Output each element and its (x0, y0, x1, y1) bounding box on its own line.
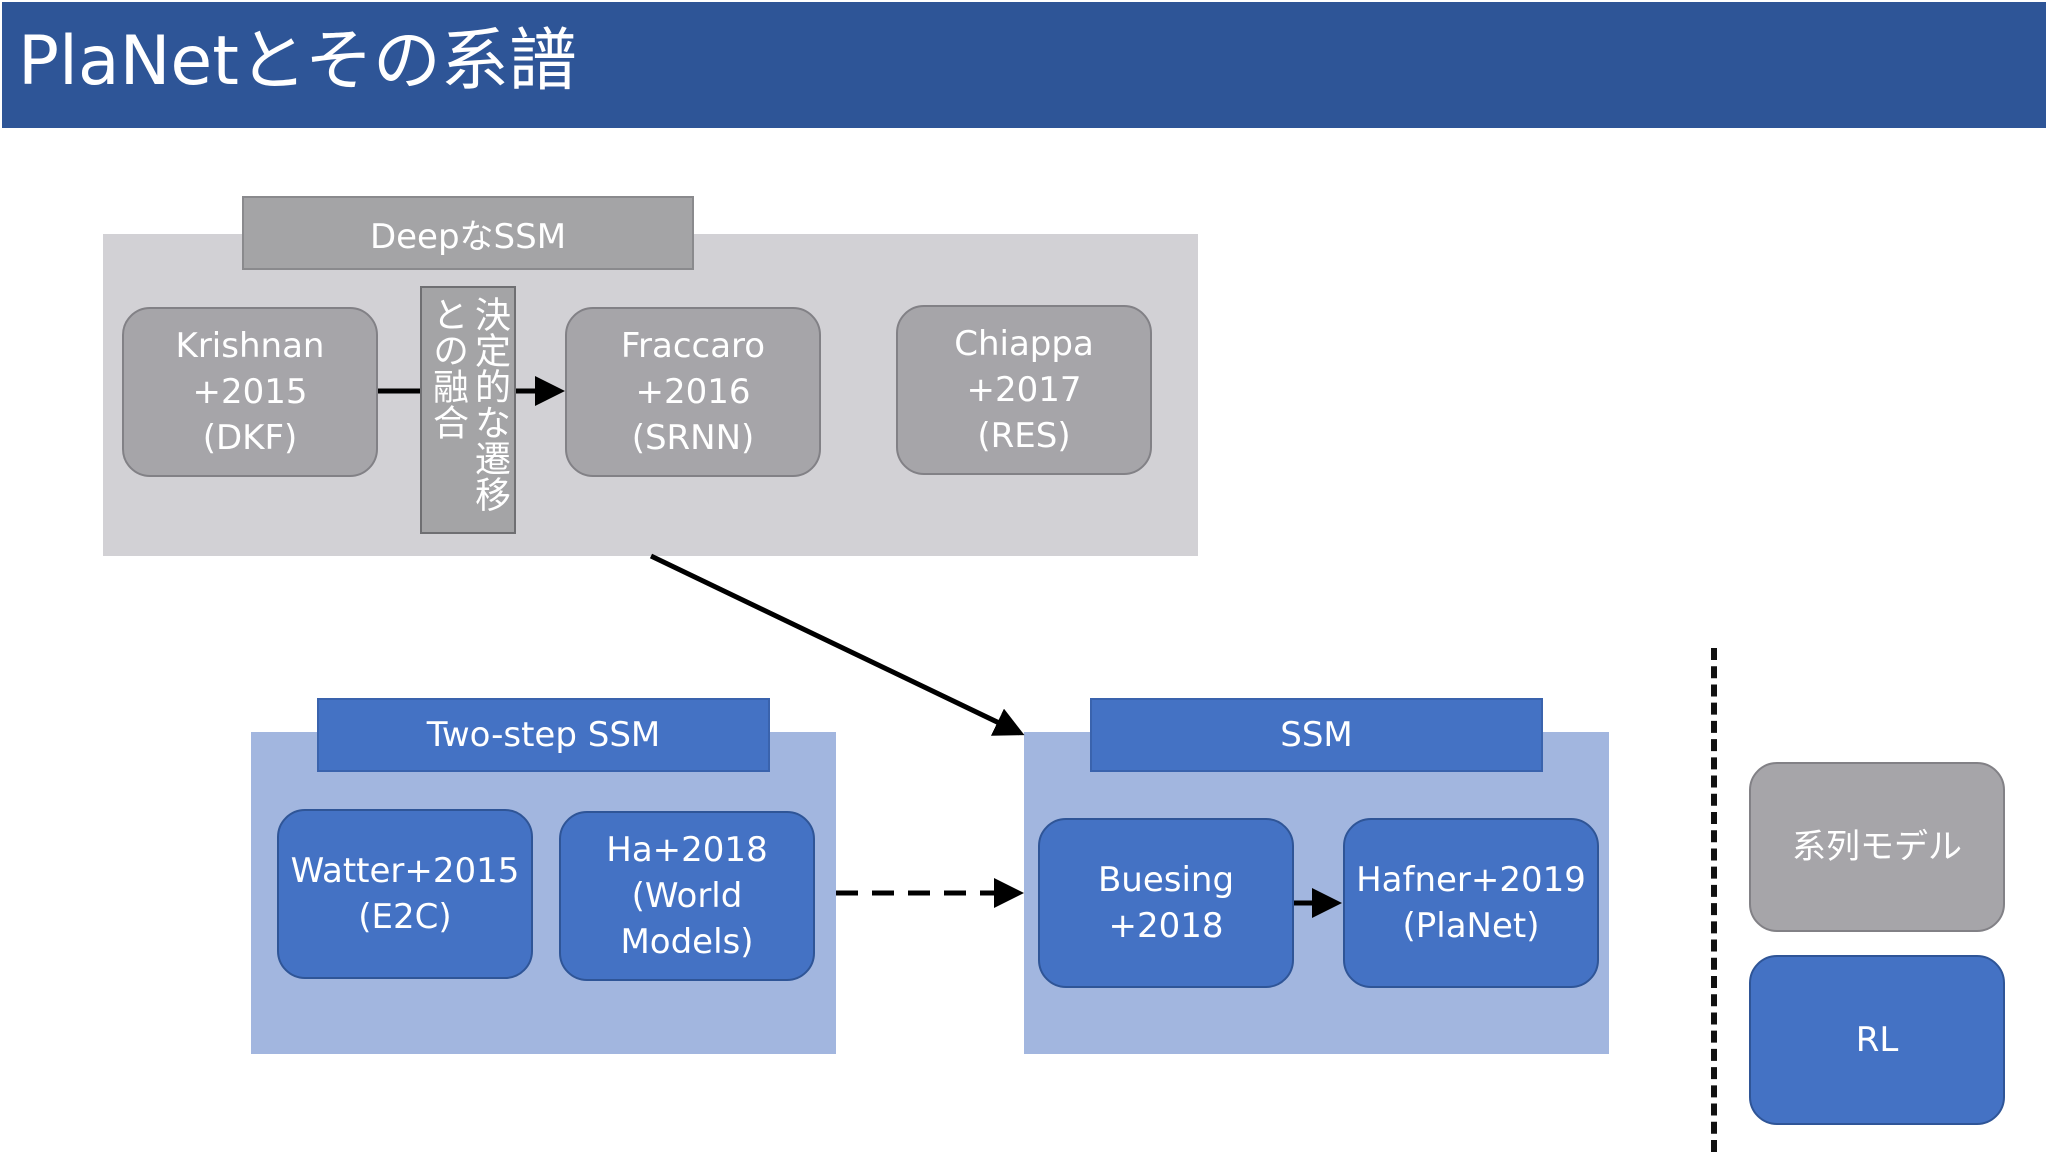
node-watter: Watter+2015 (E2C) (277, 809, 533, 979)
deterministic-fusion-label: 決定的な遷移との融合 (420, 286, 516, 534)
node-buesing: Buesing +2018 (1038, 818, 1294, 988)
deep-ssm-header: DeepなSSM (242, 196, 694, 270)
legend-rl: RL (1749, 955, 2005, 1125)
legend-series-model: 系列モデル (1749, 762, 2005, 932)
node-ha: Ha+2018 (World Models) (559, 811, 815, 981)
node-krishnan: Krishnan +2015 (DKF) (122, 307, 378, 477)
node-hafner: Hafner+2019 (PlaNet) (1343, 818, 1599, 988)
title-bar: PlaNetとその系譜 (2, 2, 2046, 128)
two-step-ssm-header: Two-step SSM (317, 698, 770, 772)
node-fraccaro: Fraccaro +2016 (SRNN) (565, 307, 821, 477)
legend-divider (1711, 648, 1717, 1152)
slide-title: PlaNetとその系譜 (18, 22, 577, 101)
ssm-header: SSM (1090, 698, 1543, 772)
node-chiappa: Chiappa +2017 (RES) (896, 305, 1152, 475)
